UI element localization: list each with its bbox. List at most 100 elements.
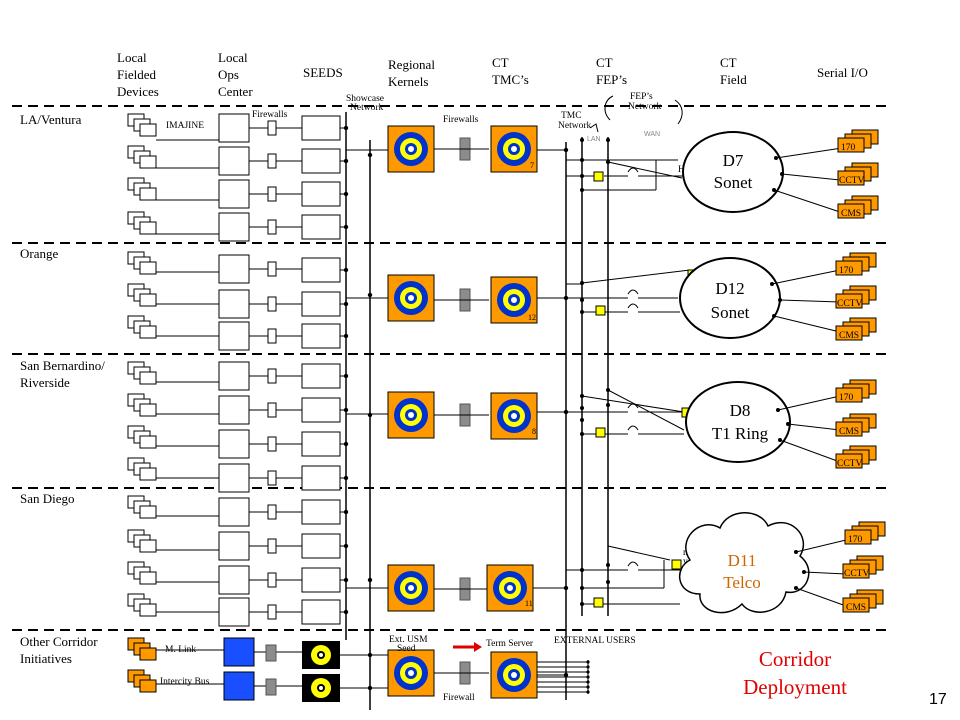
- term-server-label: Term Server: [486, 639, 534, 649]
- serial-d12-2: CCTV: [837, 299, 862, 309]
- d11-telco-cloud: D11 Telco: [678, 512, 810, 614]
- serial-d8-3: CCTV: [837, 459, 862, 469]
- d11-links: [566, 545, 680, 605]
- feps-network-pointer-left: [604, 95, 614, 121]
- tmc-number-d11: 11: [525, 599, 533, 608]
- serial-d8-1: 170: [839, 393, 854, 403]
- region-orange: Orange: [20, 246, 58, 261]
- serial-links: [771, 147, 847, 607]
- region-labels: LA/Ventura Orange San Bernardino/ Rivers…: [20, 112, 108, 666]
- red-arrow-head: [474, 642, 482, 652]
- ct-tmcs: [486, 125, 538, 699]
- local-ops-center: [218, 113, 250, 627]
- d11-cloud-line2: Telco: [723, 573, 761, 592]
- seeds-boxes: [301, 115, 341, 625]
- intercity-bus-label: Intercity Bus: [160, 677, 210, 687]
- mid-firewalls: [459, 137, 471, 685]
- feps-network-label: FEP’s Network: [628, 92, 661, 112]
- regional-kernels: [387, 125, 435, 697]
- external-users-label: EXTERNAL USERS: [554, 636, 636, 646]
- serial-io-d11: 170 CCTV CMS: [842, 521, 886, 613]
- lan-label: LAN: [587, 136, 601, 143]
- region-separators: [12, 105, 886, 631]
- serial-d12-1: 170: [839, 266, 854, 276]
- d7-cloud-line1: D7: [723, 151, 744, 170]
- serial-d12-3: CMS: [839, 331, 859, 341]
- kernel-tmc-links: [434, 148, 489, 674]
- device-links: [156, 139, 225, 685]
- region-san-bernardino: San Bernardino/ Riverside: [20, 358, 108, 390]
- header-seeds: SEEDS: [303, 65, 343, 80]
- intercity-bus-box: [223, 671, 255, 701]
- serial-io-d12: 170 CCTV CMS: [835, 252, 877, 341]
- serial-io-d8: 170 CMS CCTV: [835, 379, 877, 469]
- external-seeds: [302, 641, 340, 702]
- d8-fep-1: [595, 427, 606, 438]
- bus-dots: [343, 125, 373, 691]
- imajine-label: IMAJINE: [166, 121, 204, 131]
- d12-cloud-line2: Sonet: [711, 303, 750, 322]
- tmc-number-d7: 7: [530, 161, 534, 170]
- page-number: 17: [929, 691, 947, 708]
- d12-sonet-cloud: D12 Sonet: [679, 257, 781, 339]
- tmc-network-label: TMC Network: [558, 111, 591, 131]
- local-firewalls: [267, 120, 277, 620]
- header-local-ops-center: Local Ops Center: [218, 50, 253, 99]
- firewalls-label-left: Firewalls: [252, 110, 288, 120]
- seed-to-bus-links: [340, 127, 388, 689]
- d7-links: [566, 159, 692, 191]
- feps-network-pointer-right: [674, 99, 683, 125]
- title-line1: Corridor: [759, 647, 831, 671]
- column-headers: Local Fielded Devices Local Ops Center S…: [117, 50, 868, 99]
- header-serial-io: Serial I/O: [817, 65, 868, 80]
- header-local-fielded-devices: Local Fielded Devices: [117, 50, 159, 99]
- header-regional-kernels: Regional Kernels: [388, 57, 438, 89]
- local-fielded-devices: [127, 113, 157, 693]
- kernel-bus-links: [346, 149, 388, 589]
- d8-links: [566, 389, 686, 435]
- tmc-to-bus-links: [533, 149, 566, 676]
- firewalls-label-mid: Firewalls: [443, 115, 479, 125]
- d11-fep-1: [593, 597, 604, 608]
- d7-sonet-cloud: D7 Sonet: [682, 131, 784, 213]
- region-other-corridor: Other Corridor Initiatives: [20, 634, 101, 666]
- tmc-number-d8: 8: [532, 427, 536, 436]
- firewall-m-link: [265, 644, 277, 662]
- header-ct-feps: CT FEP’s: [596, 55, 627, 87]
- m-link-box: [223, 637, 255, 667]
- d11-cloud-line1: D11: [728, 551, 757, 570]
- serial-d11-3: CMS: [846, 603, 866, 613]
- serial-d11-2: CCTV: [844, 569, 869, 579]
- m-link-label: M. Link: [165, 645, 196, 655]
- serial-d11-1: 170: [848, 535, 863, 545]
- external-user-dots: [586, 660, 590, 694]
- d12-fep-1: [595, 305, 606, 316]
- wan-label: WAN: [644, 131, 660, 138]
- d12-cloud-line1: D12: [715, 279, 744, 298]
- serial-link-dots: [770, 156, 806, 590]
- ext-usm-seed-label: Ext. USM Seed: [389, 635, 430, 654]
- d8-cloud-line1: D8: [730, 401, 751, 420]
- serial-d7-2: CCTV: [839, 176, 864, 186]
- firewall-label: Firewall: [443, 693, 475, 703]
- title-line2: Deployment: [743, 675, 847, 699]
- showcase-network-bus: [345, 112, 371, 710]
- header-ct-field: CT Field: [720, 55, 747, 87]
- fep-bus-dots: [563, 138, 610, 678]
- d8-t1-ring-cloud: D8 T1 Ring: [685, 381, 791, 463]
- serial-d8-2: CMS: [839, 427, 859, 437]
- showcase-network-label: Showcase Network: [346, 94, 386, 113]
- serial-d7-3: CMS: [841, 209, 861, 219]
- region-san-diego: San Diego: [20, 491, 75, 506]
- d7-cloud-line2: Sonet: [714, 173, 753, 192]
- firewall-intercity: [265, 678, 277, 696]
- d12-links: [566, 269, 691, 313]
- external-user-lines: [537, 660, 589, 694]
- tmc-network-pointer: [589, 123, 599, 133]
- header-ct-tmcs: CT TMC’s: [492, 55, 529, 87]
- fep-buses: [565, 137, 609, 700]
- d7-fep-1: [593, 171, 604, 182]
- d8-cloud-line2: T1 Ring: [712, 424, 769, 443]
- tmc-number-d12: 12: [528, 313, 536, 322]
